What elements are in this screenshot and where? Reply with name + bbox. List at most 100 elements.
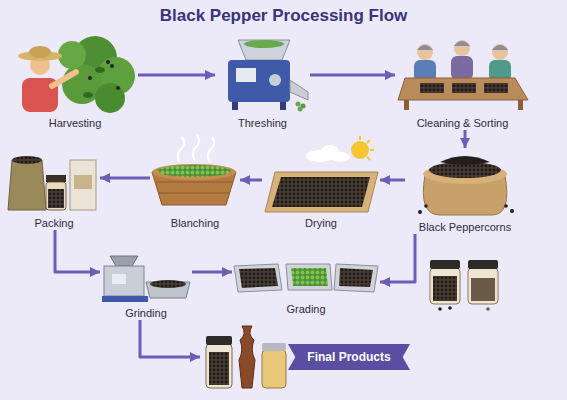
products-picture <box>262 350 286 388</box>
jar-picture <box>468 268 498 304</box>
sorting-picture <box>452 83 476 93</box>
process-step: Black Peppercorns <box>405 148 525 234</box>
banner-label: Final Products <box>307 350 390 364</box>
harvest-picture <box>52 72 76 86</box>
step-label: Grading <box>284 303 327 316</box>
result-banner: Final Products <box>200 322 412 392</box>
banner-shape: Final Products <box>288 344 410 370</box>
blanching-picture <box>156 182 232 193</box>
products-picture <box>206 336 232 345</box>
process-step: Harvesting <box>12 35 138 130</box>
harvest-picture <box>116 86 120 90</box>
grading-picture <box>234 264 282 292</box>
banner-outline <box>288 344 410 370</box>
harvest-picture <box>18 36 135 113</box>
grinder-picture <box>150 280 186 288</box>
sack-picture <box>418 156 514 215</box>
process-step: Grinding <box>100 252 192 320</box>
drying-picture <box>265 136 378 212</box>
thresher-picture <box>269 74 281 86</box>
packing-picture <box>46 175 66 182</box>
jar-picture <box>430 260 460 269</box>
products-picture <box>206 344 232 388</box>
flow-arrow <box>464 130 467 148</box>
products-picture <box>262 343 286 351</box>
grinder-picture <box>102 296 148 302</box>
products-picture <box>209 352 229 385</box>
grinder-picture <box>104 266 144 296</box>
step-label: Cleaning & Sorting <box>415 117 511 130</box>
sorting-picture <box>492 44 508 60</box>
flow-arrow <box>192 271 232 274</box>
packing-picture <box>8 160 46 210</box>
packing-picture <box>12 156 42 164</box>
sorting-picture <box>492 45 508 50</box>
flow-arrow <box>100 177 150 180</box>
flow-arrow <box>310 74 395 77</box>
jar-picture <box>486 307 490 311</box>
jar-picture <box>433 276 457 301</box>
packing-picture <box>46 182 66 210</box>
harvest-picture <box>83 92 93 98</box>
flow-arrow <box>380 234 415 282</box>
sorting-picture <box>404 100 409 110</box>
sorting-picture <box>398 78 528 100</box>
sorting-picture <box>454 40 470 56</box>
sack-picture <box>440 156 490 165</box>
blanching-picture <box>152 164 236 180</box>
step-label: Grinding <box>123 307 169 320</box>
drying-picture <box>359 136 361 140</box>
drying-picture <box>360 136 374 160</box>
blanching-picture <box>193 135 200 160</box>
step-label: Black Peppercorns <box>417 221 513 234</box>
harvest-picture <box>106 60 110 64</box>
sorting-picture <box>451 56 473 80</box>
jar-picture <box>468 260 498 269</box>
thresher-picture <box>244 40 284 48</box>
jar-picture <box>471 278 495 301</box>
jar-picture <box>430 260 498 311</box>
process-step: Drying <box>262 140 380 230</box>
sorting-picture <box>420 83 444 93</box>
harvest-picture <box>29 46 51 58</box>
thresher-picture <box>296 102 301 107</box>
packing-picture <box>70 160 96 210</box>
jar-picture <box>448 306 452 310</box>
sorting-picture <box>398 40 528 110</box>
harvest-picture <box>88 76 92 80</box>
blanching-picture <box>178 137 185 162</box>
harvest-picture <box>95 67 105 73</box>
thresher-picture <box>238 40 290 60</box>
grinder-picture <box>102 256 190 302</box>
thresher-picture <box>228 60 290 102</box>
flow-arrow <box>140 320 200 357</box>
grinder-picture <box>110 256 138 266</box>
process-step: Threshing <box>215 38 310 130</box>
sorting-picture <box>417 45 433 50</box>
diagram-title: Black Pepper Processing Flow <box>0 6 567 26</box>
grading-picture <box>339 268 373 287</box>
drying-picture <box>367 140 370 143</box>
drying-picture <box>367 157 370 160</box>
step-label: Drying <box>303 217 339 230</box>
sorting-picture <box>518 100 523 110</box>
step-label: Packing <box>32 217 75 230</box>
process-step: Grading <box>232 252 380 316</box>
blanching-picture <box>208 137 215 162</box>
packing-picture <box>8 156 96 210</box>
products-picture <box>239 326 255 388</box>
sorting-picture <box>454 41 470 46</box>
grading-picture <box>286 264 332 290</box>
jar-picture <box>438 307 442 311</box>
drying-picture <box>272 177 370 207</box>
sack-picture <box>418 210 422 214</box>
jar-picture <box>430 268 460 304</box>
process-step: Blanching <box>150 148 240 230</box>
harvest-picture <box>110 64 114 68</box>
blanching-picture <box>152 135 236 205</box>
step-label: Threshing <box>236 117 289 130</box>
thresher-picture <box>236 68 256 82</box>
drying-picture <box>370 149 374 151</box>
